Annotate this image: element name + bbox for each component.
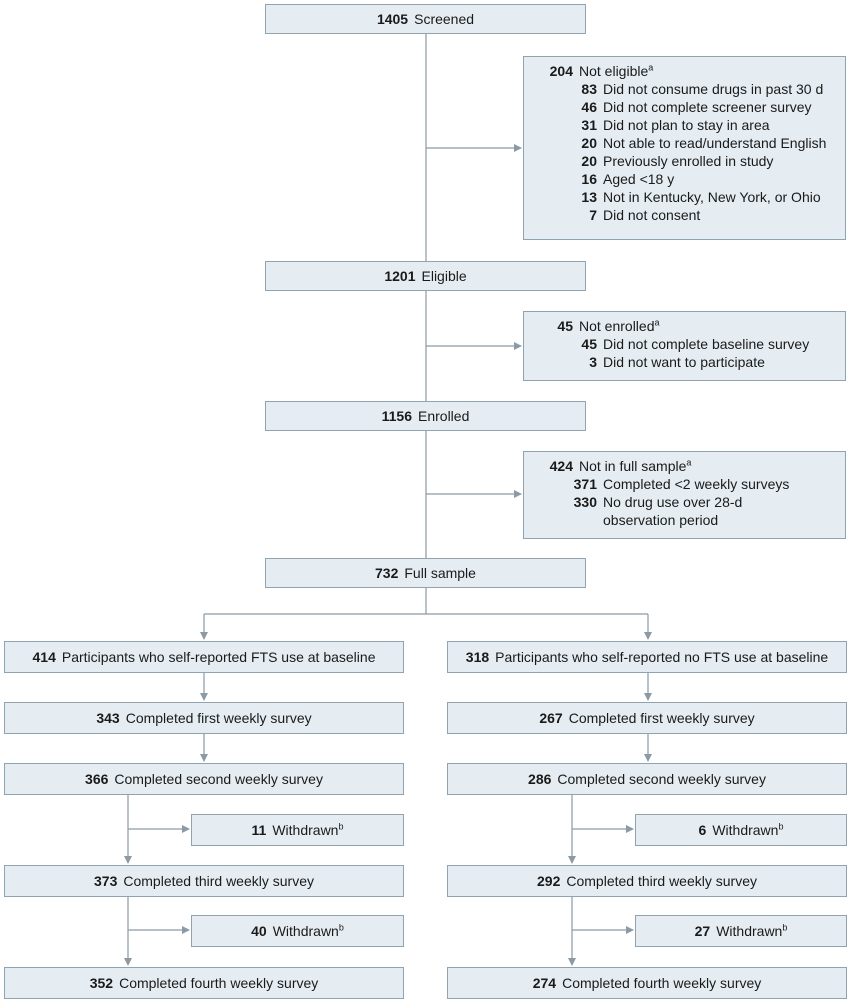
not-enrolled-label: Not enrolled (579, 318, 655, 334)
not-eligible-header: 204 Not eligiblea (532, 62, 837, 80)
enrolled-label: Enrolled (418, 408, 470, 424)
screened-box: 1405 Screened (265, 4, 586, 34)
not-enrolled-footnote: a (654, 317, 660, 328)
not-full-sample-count: 424 (549, 458, 573, 474)
eligible-label: Eligible (421, 268, 467, 284)
not-full-sample-footnote: a (686, 457, 692, 468)
right-withdrawn-1-box: 6 Withdrawnb (635, 814, 847, 846)
right-week1-box: 267 Completed first weekly survey (447, 702, 847, 734)
eligible-box: 1201 Eligible (265, 261, 586, 291)
left-week2-box: 366 Completed second weekly survey (4, 763, 404, 795)
full-sample-label: Full sample (404, 565, 476, 581)
screened-count: 1405 (376, 11, 409, 27)
right-week3-box: 292 Completed third weekly survey (447, 865, 847, 897)
left-group-box: 414 Participants who self-reported FTS u… (4, 641, 404, 673)
screened-label: Screened (414, 11, 475, 27)
left-week3-box: 373 Completed third weekly survey (4, 865, 404, 897)
not-enrolled-header: 45 Not enrolleda (532, 317, 837, 335)
not-full-sample-label: Not in full sample (579, 458, 687, 474)
right-group-box: 318 Participants who self-reported no FT… (447, 641, 847, 673)
left-week4-box: 352 Completed fourth weekly survey (4, 967, 404, 999)
right-withdrawn-2-box: 27 Withdrawnb (635, 915, 847, 947)
not-eligible-label: Not eligible (579, 63, 649, 79)
not-eligible-count: 204 (549, 63, 573, 79)
left-withdrawn-1-box: 11 Withdrawnb (191, 814, 404, 846)
enrolled-count: 1156 (381, 408, 412, 424)
left-withdrawn-2-box: 40 Withdrawnb (191, 915, 404, 947)
not-full-sample-header: 424 Not in full samplea (532, 457, 837, 475)
right-week2-box: 286 Completed second weekly survey (447, 763, 847, 795)
eligible-count: 1201 (384, 268, 416, 284)
enrolled-box: 1156 Enrolled (265, 401, 586, 431)
not-eligible-footnote: a (648, 62, 654, 73)
left-week1-box: 343 Completed first weekly survey (4, 702, 404, 734)
right-week4-box: 274 Completed fourth weekly survey (447, 967, 847, 999)
full-sample-count: 732 (375, 565, 399, 581)
not-enrolled-count: 45 (557, 318, 573, 334)
full-sample-box: 732 Full sample (265, 558, 586, 588)
